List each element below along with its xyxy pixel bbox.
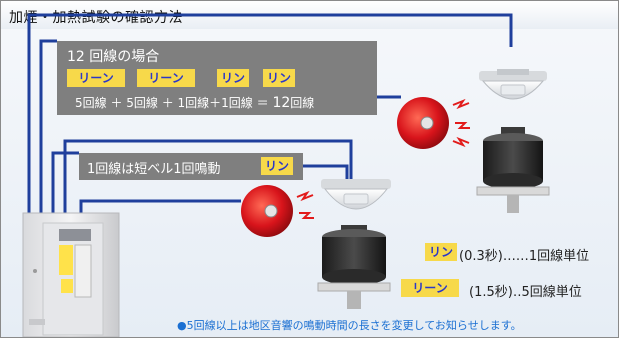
tag-rin-1: リン <box>217 69 249 87</box>
legend-rin-tag: リン <box>425 243 457 261</box>
signal-wires <box>27 13 513 231</box>
one-circuit-box: 1回線は短ベル1回鳴動 リン <box>79 153 303 180</box>
tag-riin-2: リーン <box>137 69 195 87</box>
legend-riin-text: (1.5秒)‥5回線単位 <box>469 285 582 300</box>
footnote: ●5回線以上は地区音響の鳴動時間の長さを変更してお知らせします。 <box>177 319 522 332</box>
formula-unit: 回線 <box>290 96 315 110</box>
one-circuit-text: 1回線は短ベル1回鳴動 <box>87 162 221 177</box>
bell-upper <box>397 97 470 149</box>
tag-rin-2: リン <box>263 69 295 87</box>
heat-detector-lower <box>317 225 391 309</box>
smoke-detector-lower <box>321 179 391 210</box>
twelve-circuit-title: 12 回線の場合 <box>67 49 160 65</box>
smoke-detector-upper <box>479 69 547 100</box>
circuit-formula: 5回線 ＋ 5回線 ＋ 1回線＋1回線 ＝ 12回線 <box>75 94 314 111</box>
twelve-circuit-box: 12 回線の場合 リーン リーン リン リン 5回線 ＋ 5回線 ＋ 1回線＋1… <box>57 41 377 115</box>
formula-total: 12 <box>272 95 291 111</box>
formula-terms: 5回線 ＋ 5回線 ＋ 1回線＋1回線 ＝ <box>75 96 273 110</box>
bell-lower <box>241 185 314 237</box>
heat-detector-upper <box>476 127 550 213</box>
tag-rin-short: リン <box>261 157 293 175</box>
legend-rin-text: (0.3秒)‥‥‥1回線単位 <box>459 249 590 264</box>
control-panel <box>22 212 120 337</box>
tag-riin-1: リーン <box>67 69 125 87</box>
legend-riin-tag: リーン <box>401 279 459 297</box>
